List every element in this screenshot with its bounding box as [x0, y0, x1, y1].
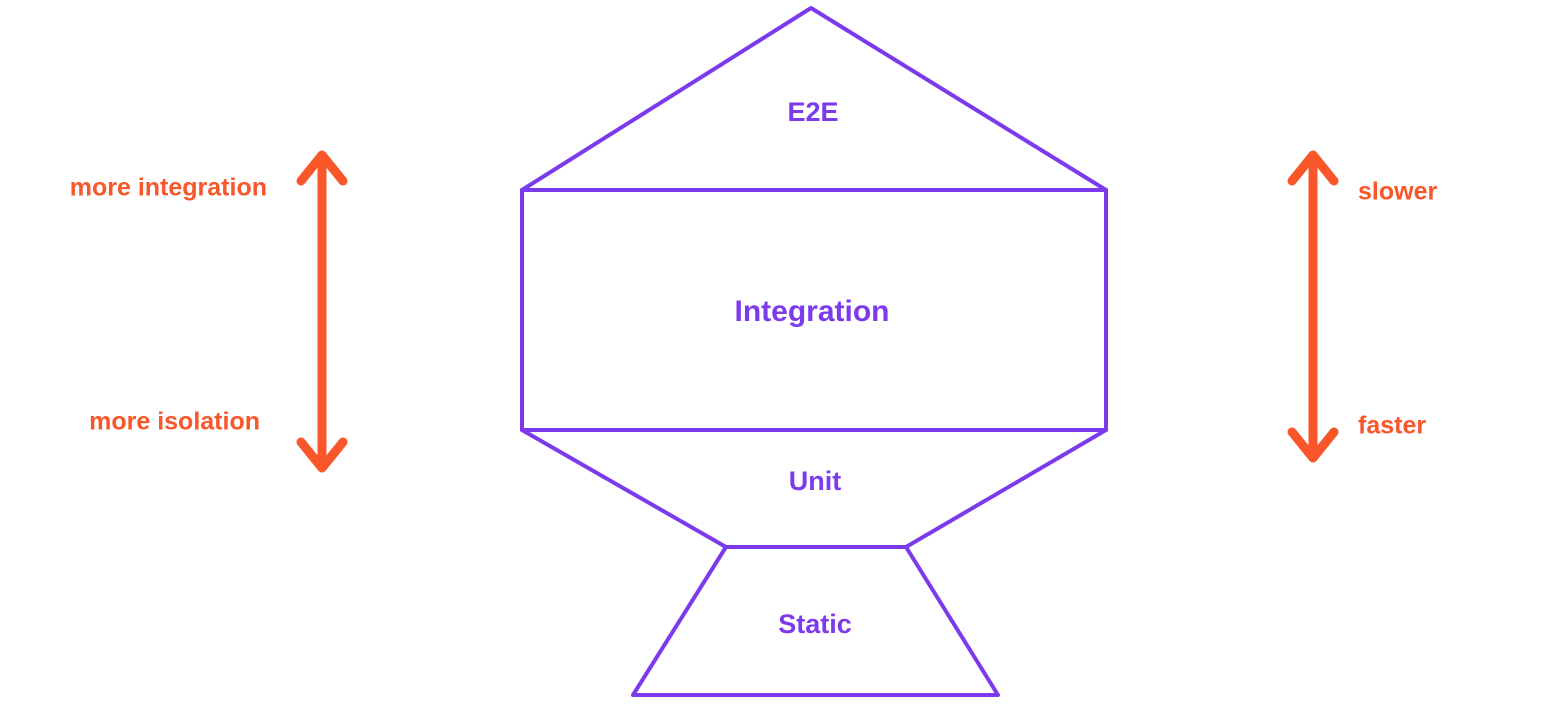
- isolation-axis-bottom-label: more isolation: [89, 408, 260, 436]
- trophy-shape-group: [520, 6, 1108, 697]
- isolation-axis-arrowhead-down: [296, 437, 348, 473]
- speed-axis-bottom-label: faster: [1358, 412, 1426, 440]
- isolation-axis-top-label: more integration: [70, 174, 267, 202]
- e2e-triangle-shape: [520, 6, 1108, 192]
- static-trapezoid-shape: [631, 545, 1000, 697]
- speed-axis-arrowhead-up: [1287, 150, 1339, 186]
- speed-axis-arrowhead-down: [1287, 427, 1339, 463]
- layer-label-group: E2E Integration Unit Static: [735, 97, 890, 639]
- layer-label-static: Static: [778, 609, 852, 639]
- layer-label-integration: Integration: [735, 295, 890, 328]
- isolation-axis-group: more integration more isolation: [70, 150, 348, 473]
- isolation-axis-arrowhead-up: [296, 150, 348, 186]
- layer-label-e2e: E2E: [787, 97, 838, 127]
- speed-axis-group: slower faster: [1287, 150, 1437, 463]
- layer-label-unit: Unit: [789, 466, 841, 496]
- speed-axis-top-label: slower: [1358, 178, 1437, 206]
